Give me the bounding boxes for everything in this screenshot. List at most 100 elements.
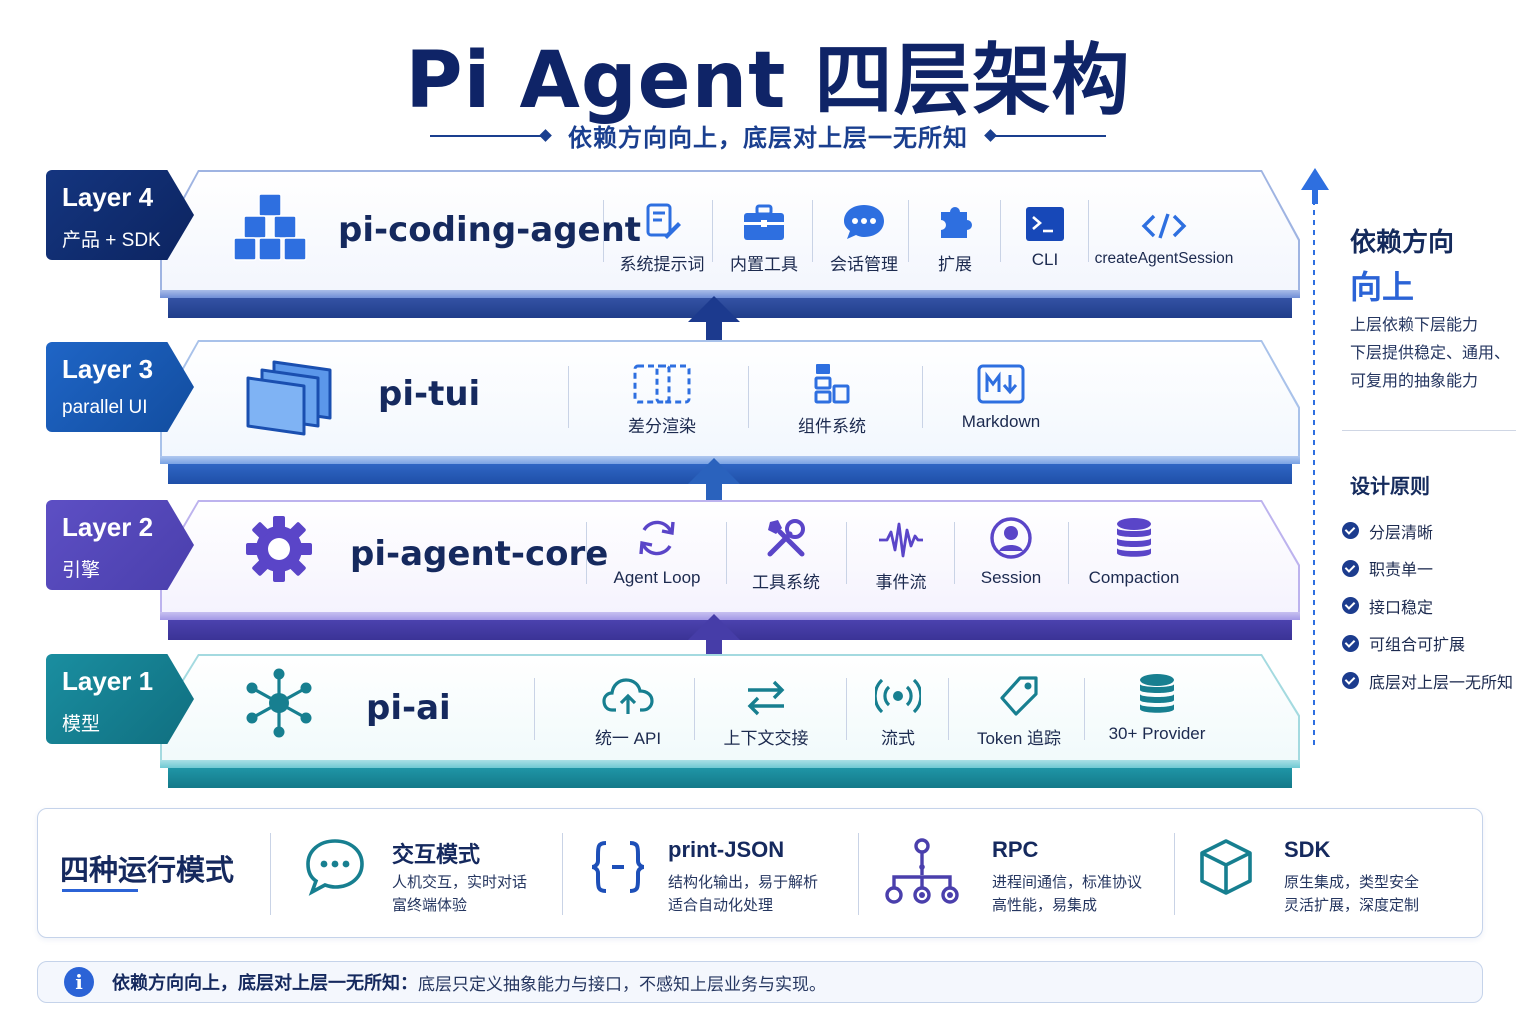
feature-extensions: 扩展 [912,198,998,275]
principle-item: 可组合可扩展 [1342,625,1513,663]
cubes-icon [233,193,307,261]
dashed-frame-icon [633,364,691,404]
loop-icon [639,520,675,556]
layer-2-tag-subtitle: 引擎 [62,560,101,581]
terminal-icon [1026,207,1064,241]
layer-4-tag-subtitle: 产品 + SDK [62,230,161,251]
mode-desc: 原生集成，类型安全 灵活扩展，深度定制 [1284,871,1419,917]
feature-agent-loop: Agent Loop [600,516,714,588]
subtitle-line-right [990,134,1106,137]
principles-list: 分层清晰 职责单一 接口稳定 可组合可扩展 底层对上层一无所知 [1342,512,1513,700]
tag-icon [1000,676,1038,716]
principle-item: 底层对上层一无所知 [1342,662,1513,700]
run-modes-underline [62,889,138,892]
side-description: 上层依赖下层能力 下层提供稳定、通用、 可复用的抽象能力 [1350,312,1510,396]
page-title: Pi Agent 四层架构 [405,36,1131,126]
feature-label: Token 追踪 [976,729,1062,748]
side-desc-line: 可复用的抽象能力 [1350,373,1479,390]
windows-stack-icon [246,360,332,436]
mode-sdk: SDK 原生集成，类型安全 灵活扩展，深度定制 [1198,809,1468,939]
document-edit-icon [646,203,681,239]
layer-4-slab [160,170,1300,326]
chat-dots-icon [306,839,364,896]
principle-item: 接口稳定 [1342,587,1513,625]
layer-1-name: pi-ai [366,688,451,728]
broadcast-icon [875,678,921,714]
mode-name: RPC [992,837,1039,862]
layer-1: Layer 1 模型 pi-ai 统一 API 上下文交接 流式 Token 追… [40,652,1300,794]
check-icon [1342,559,1359,577]
footer-strong: 依赖方向向上，底层对上层一无所知： [112,973,418,993]
mode-desc-line: 原生集成，类型安全 [1284,874,1420,891]
layer-1-tag: Layer 1 模型 [46,654,194,744]
feature-create-agent-session: createAgentSession [1094,198,1234,268]
feature-label: 工具系统 [752,573,820,592]
principle-label: 分层清晰 [1369,524,1434,542]
up-arrow-3-to-4 [688,296,740,322]
feature-unified-api: 统一 API [574,672,682,749]
run-modes-panel: 四种运行模式 交互模式 人机交互，实时对话 富终端体验 print-JSON 结… [37,808,1483,938]
side-heading: 依赖方向 [1350,227,1455,257]
layer-4: Layer 4 产品 + SDK pi-coding-agent 系统提示词 内… [40,168,1300,326]
feature-component-system: 组件系统 [770,360,894,437]
principle-label: 底层对上层一无所知 [1369,674,1514,692]
feature-label: 流式 [881,729,915,748]
mode-desc: 人机交互，实时对话 富终端体验 [392,871,527,917]
toolbox-icon [744,204,784,240]
mode-desc-line: 结构化输出，易于解析 [668,874,819,891]
cloud-upload-icon [602,678,654,714]
layer-3: Layer 3 parallel UI pi-tui 差分渲染 组件系统 Mar… [40,338,1300,488]
check-icon [1342,597,1359,615]
check-icon [1342,672,1359,690]
feature-providers: 30+ Provider [1090,672,1224,744]
feature-label: 事件流 [875,573,927,592]
mode-interactive: 交互模式 人机交互，实时对话 富终端体验 [304,809,594,939]
code-icon [1141,213,1187,239]
layer-4-tag-title: Layer 4 [62,182,154,212]
feature-system-prompt: 系统提示词 [612,198,712,275]
feature-label: 会话管理 [830,255,898,274]
waveform-icon [879,522,923,558]
gear-icon [246,516,312,582]
subtitle-line-left [430,134,546,137]
feature-label: createAgentSession [1094,250,1234,267]
principle-item: 分层清晰 [1342,512,1513,550]
layer-2-tag-title: Layer 2 [62,512,154,542]
feature-label: 差分渲染 [628,417,696,436]
layer-2-tag: Layer 2 引擎 [46,500,194,590]
box-icon [1200,839,1252,895]
feature-label: 组件系统 [798,417,866,436]
layer-4-tag: Layer 4 产品 + SDK [46,170,194,260]
mode-desc: 进程间通信，标准协议 高性能，易集成 [992,871,1142,917]
mode-name: 交互模式 [392,842,481,867]
info-icon: i [64,967,94,997]
layer-1-tag-subtitle: 模型 [62,714,101,735]
principle-label: 可组合可扩展 [1369,637,1466,655]
feature-label: 系统提示词 [619,255,705,274]
feature-label: 30+ Provider [1108,724,1206,743]
mode-desc-line: 进程间通信，标准协议 [992,874,1143,891]
feature-diff-render: 差分渲染 [600,360,724,437]
mode-desc-line: 灵活扩展，深度定制 [1284,897,1420,914]
principle-label: 接口稳定 [1369,599,1434,617]
puzzle-icon [941,207,973,238]
feature-token-tracking: Token 追踪 [960,672,1078,749]
subtitle-row: 依赖方向向上，底层对上层一无所知 [0,118,1536,153]
side-desc-line: 下层提供稳定、通用、 [1350,345,1511,362]
network-icon [246,668,312,738]
mode-name: print-JSON [668,837,785,862]
layer-2-name: pi-agent-core [350,534,609,574]
mode-desc-line: 人机交互，实时对话 [392,874,528,891]
components-icon [814,364,850,404]
feature-label: Compaction [1088,568,1180,587]
up-arrow-2-to-3 [688,458,740,484]
up-arrow-1-to-2 [688,614,740,640]
dependency-dashed-line [1313,190,1315,750]
tools-icon [767,519,805,557]
layer-2: Layer 2 引擎 pi-agent-core Agent Loop 工具系统… [40,498,1300,644]
mode-desc-line: 富终端体验 [392,897,468,914]
mode-rpc: RPC 进程间通信，标准协议 高性能，易集成 [884,809,1184,939]
layer-1-tag-title: Layer 1 [62,666,154,696]
feature-label: CLI [1031,250,1059,269]
mode-desc: 结构化输出，易于解析 适合自动化处理 [668,871,818,917]
